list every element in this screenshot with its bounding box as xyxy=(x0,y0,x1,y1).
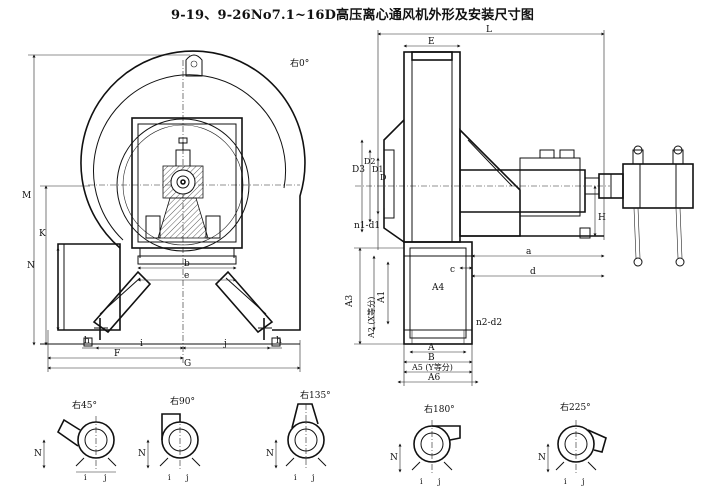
front-orientation-label: 右0° xyxy=(290,57,309,69)
dim-c: c xyxy=(450,265,455,275)
small-dim-N-180: N xyxy=(390,453,398,463)
dim-D1: D1 xyxy=(372,165,384,174)
position-view-180: 右180° N i j xyxy=(390,403,461,486)
dim-j: j xyxy=(223,339,227,349)
position-label-225: 右225° xyxy=(560,401,591,413)
small-dim-N-225: N xyxy=(538,453,546,463)
dim-n1d1: n1-d1 xyxy=(354,221,380,231)
dim-B: B xyxy=(428,353,435,363)
dim-h-left: h xyxy=(84,336,90,346)
dim-A2: A2 (X等分) xyxy=(366,297,376,339)
dim-F: F xyxy=(114,349,120,359)
small-dim-N-45: N xyxy=(34,449,42,459)
dim-N: N xyxy=(27,261,35,271)
dim-i: i xyxy=(140,339,143,349)
position-label-180: 右180° xyxy=(424,403,455,415)
side-view: E L H xyxy=(345,25,694,386)
small-dim-j-225: j xyxy=(581,477,584,486)
small-dim-i-90: i xyxy=(168,473,171,482)
position-label-90: 右90° xyxy=(170,395,195,407)
position-view-225: 右225° N i j xyxy=(538,401,607,486)
dim-A: A xyxy=(427,343,435,353)
dim-A1: A1 xyxy=(377,291,387,304)
small-dim-N-90: N xyxy=(138,449,146,459)
small-dim-j-135: j xyxy=(311,473,314,482)
dim-D: D xyxy=(380,173,386,182)
dim-A6: A6 xyxy=(427,373,440,383)
small-dim-i-180: i xyxy=(420,477,423,486)
dim-H: H xyxy=(598,213,606,223)
small-dim-N-135: N xyxy=(266,449,274,459)
small-dim-j-45: j xyxy=(103,473,106,482)
dim-E: E xyxy=(428,37,435,47)
small-dim-i-225: i xyxy=(564,477,567,486)
dim-D2: D2 xyxy=(364,157,376,166)
front-view: 右0° M K N b e h h i j F G xyxy=(22,50,309,372)
dim-a: a xyxy=(526,247,532,257)
position-view-45: 右45° N i j xyxy=(34,399,117,482)
small-dim-i-45: i xyxy=(84,473,87,482)
dim-A3: A3 xyxy=(345,295,355,308)
dim-A4: A4 xyxy=(431,283,444,293)
dim-d: d xyxy=(530,267,536,277)
dim-b: b xyxy=(184,259,190,269)
small-dim-j-90: j xyxy=(185,473,188,482)
dim-K: K xyxy=(39,229,46,239)
dim-A5: A5 (Y等分) xyxy=(411,362,453,372)
dim-e: e xyxy=(184,271,189,281)
dim-n2d2: n2-d2 xyxy=(476,318,502,328)
position-view-135: 右135° N i j xyxy=(266,389,331,482)
dim-D3: D3 xyxy=(352,165,365,175)
drawing-title: 9-19、9-26No7.1~16D高压离心通风机外形及安装尺寸图 xyxy=(170,8,535,23)
position-view-90: 右90° N i j xyxy=(138,395,201,482)
small-dim-i-135: i xyxy=(294,473,297,482)
dim-M: M xyxy=(22,191,31,201)
position-label-135: 右135° xyxy=(300,389,331,401)
dim-G: G xyxy=(184,359,191,369)
dim-L: L xyxy=(486,25,492,35)
position-label-45: 右45° xyxy=(72,399,97,411)
dim-h-right: h xyxy=(276,336,282,346)
position-views: 右45° N i j 右90° N i j 右135° N xyxy=(34,389,607,486)
small-dim-j-180: j xyxy=(437,477,440,486)
